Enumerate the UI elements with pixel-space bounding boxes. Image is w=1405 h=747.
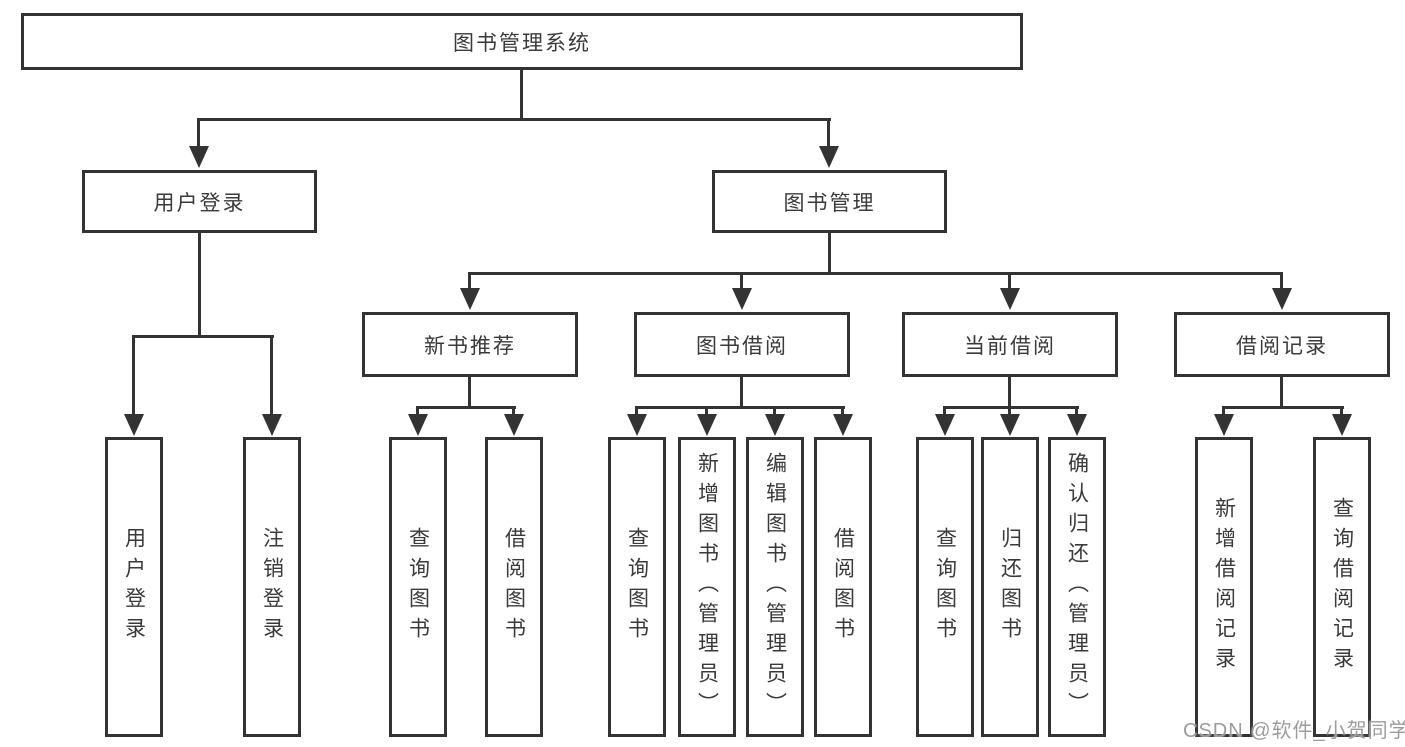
connector-user-stem: [198, 231, 201, 335]
node-leaf-recommend-query-books-label: 查询图书: [406, 527, 430, 647]
node-leaf-add-book-admin-label: 新增图书（管理员）: [695, 452, 719, 722]
node-root-label: 图书管理系统: [453, 31, 591, 55]
connector-arrow-leaf-logout: [270, 335, 273, 414]
node-leaf-recommend-borrow-books-label: 借阅图书: [502, 527, 526, 647]
node-leaf-borrow-query-books-label: 查询图书: [625, 527, 649, 647]
node-leaf-return-books: 归还图书: [981, 437, 1039, 737]
connector-arrow-sec3-return: [1008, 406, 1011, 414]
connector-sec4-branch: [1222, 406, 1344, 409]
node-current-borrow-label: 当前借阅: [964, 334, 1056, 358]
connector-arrow-book-management: [827, 118, 830, 146]
node-borrow-records-label: 借阅记录: [1236, 334, 1328, 358]
connector-arrow-sec4-query: [1340, 406, 1343, 414]
node-book-borrow: 图书借阅: [634, 312, 850, 377]
node-book-borrow-label: 图书借阅: [696, 334, 788, 358]
node-leaf-recommend-query-books: 查询图书: [389, 437, 447, 737]
connector-sec2-branch: [635, 406, 845, 409]
node-root: 图书管理系统: [21, 13, 1023, 70]
connector-arrow-borrow-records: [1280, 272, 1283, 288]
connector-user-branch: [132, 335, 274, 338]
connector-books-branch: [468, 272, 1282, 275]
connector-arrow-new-book-recommend: [468, 272, 471, 288]
node-new-book-recommend-label: 新书推荐: [424, 334, 516, 358]
node-new-book-recommend: 新书推荐: [362, 312, 578, 377]
connector-sec1-stem: [468, 375, 471, 409]
connector-arrow-sec3-query: [943, 406, 946, 414]
connector-arrow-sec2-add: [705, 406, 708, 414]
node-leaf-current-query-books-label: 查询图书: [933, 527, 957, 647]
node-leaf-user-login-label: 用户登录: [122, 527, 146, 647]
node-leaf-logout: 注销登录: [243, 437, 301, 737]
node-leaf-borrow-books: 借阅图书: [814, 437, 872, 737]
node-leaf-current-query-books: 查询图书: [916, 437, 974, 737]
node-user-login: 用户登录: [82, 170, 317, 233]
node-leaf-recommend-borrow-books: 借阅图书: [485, 437, 543, 737]
connector-arrow-sec2-edit: [773, 406, 776, 414]
connector-arrow-sec1-borrow: [512, 406, 515, 414]
connector-arrow-sec4-add: [1222, 406, 1225, 414]
connector-sec3-branch: [943, 406, 1079, 409]
connector-arrow-leaf-user-login: [132, 335, 135, 414]
node-leaf-edit-book-admin: 编辑图书（管理员）: [746, 437, 804, 737]
node-leaf-return-books-label: 归还图书: [998, 527, 1022, 647]
connector-sec4-stem: [1280, 375, 1283, 409]
connector-books-stem: [828, 231, 831, 273]
node-user-login-label: 用户登录: [153, 191, 246, 215]
node-leaf-confirm-return-admin-label: 确认归还（管理员）: [1065, 452, 1089, 722]
connector-root-branch: [197, 118, 831, 121]
connector-arrow-current-borrow: [1008, 272, 1011, 288]
connector-sec3-stem: [1008, 375, 1011, 409]
node-leaf-edit-book-admin-label: 编辑图书（管理员）: [763, 452, 787, 722]
connector-sec1-branch: [416, 406, 516, 409]
node-leaf-add-book-admin: 新增图书（管理员）: [678, 437, 736, 737]
node-leaf-borrow-books-label: 借阅图书: [831, 527, 855, 647]
node-leaf-query-borrow-record-label: 查询借阅记录: [1330, 497, 1354, 677]
watermark: CSDN @软件_小贺同学: [1183, 720, 1405, 742]
node-leaf-borrow-query-books: 查询图书: [608, 437, 666, 737]
node-borrow-records: 借阅记录: [1174, 312, 1390, 377]
node-book-management: 图书管理: [712, 170, 947, 233]
node-leaf-user-login: 用户登录: [105, 437, 163, 737]
connector-arrow-sec2-query: [635, 406, 638, 414]
connector-sec2-stem: [740, 375, 743, 409]
node-leaf-logout-label: 注销登录: [260, 527, 284, 647]
node-leaf-confirm-return-admin: 确认归还（管理员）: [1048, 437, 1106, 737]
node-leaf-add-borrow-record-label: 新增借阅记录: [1212, 497, 1236, 677]
node-leaf-add-borrow-record: 新增借阅记录: [1195, 437, 1253, 737]
connector-arrow-user-login: [197, 118, 200, 146]
connector-arrow-sec2-borrow: [841, 406, 844, 414]
connector-arrow-sec3-confirm: [1075, 406, 1078, 414]
connector-root-stem: [520, 68, 523, 120]
node-book-management-label: 图书管理: [783, 191, 876, 215]
node-current-borrow: 当前借阅: [902, 312, 1118, 377]
node-leaf-query-borrow-record: 查询借阅记录: [1313, 437, 1371, 737]
connector-arrow-book-borrow: [740, 272, 743, 288]
connector-arrow-sec1-query: [416, 406, 419, 414]
